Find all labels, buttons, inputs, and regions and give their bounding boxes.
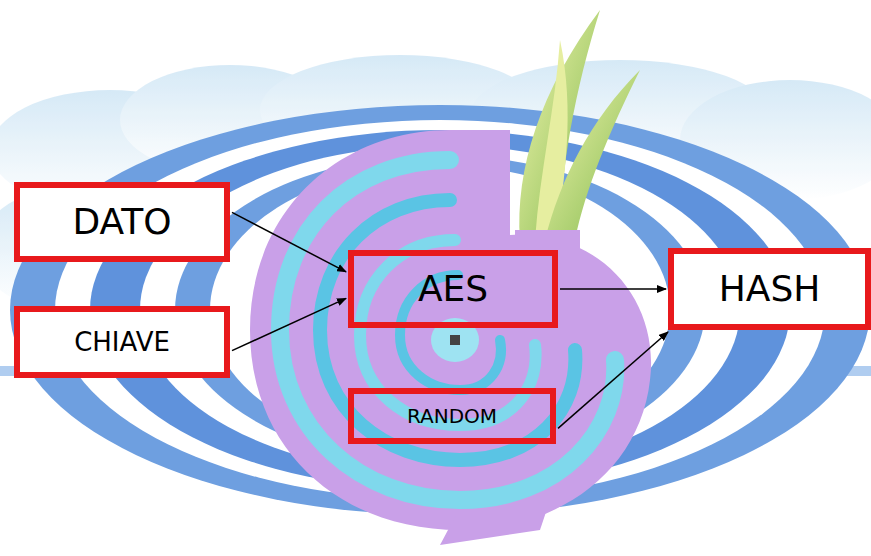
process-box: AES bbox=[348, 250, 558, 328]
input-box: CHIAVE bbox=[14, 306, 230, 378]
arrow-connector bbox=[232, 212, 346, 271]
arrow-connector bbox=[560, 288, 666, 290]
input-box: RANDOM bbox=[348, 388, 556, 444]
arrow-connector bbox=[558, 332, 668, 428]
box-label: DATO bbox=[72, 202, 171, 242]
box-label: HASH bbox=[719, 269, 821, 309]
box-label: CHIAVE bbox=[74, 328, 170, 357]
output-box: HASH bbox=[668, 248, 871, 330]
box-label: RANDOM bbox=[407, 405, 497, 427]
input-box: DATO bbox=[14, 182, 230, 262]
arrow-connector bbox=[232, 298, 346, 350]
box-label: AES bbox=[418, 269, 488, 309]
